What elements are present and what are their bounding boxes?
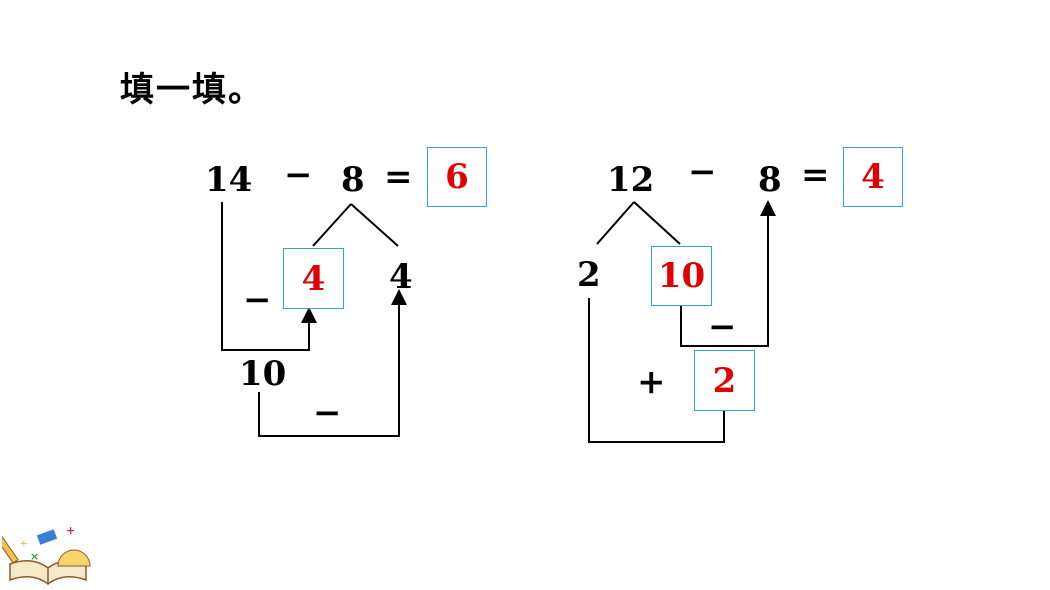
left-bottom-minus: − [313, 393, 342, 433]
right-result-box[interactable]: 2 [694, 350, 755, 411]
right-split-box[interactable]: 10 [651, 246, 712, 306]
left-split-b: 4 [389, 257, 413, 297]
left-subtrahend: 8 [341, 160, 365, 200]
svg-text:÷: ÷ [20, 539, 28, 549]
right-plus-sign: + [637, 362, 666, 402]
right-split-a: 2 [577, 255, 601, 295]
right-inner-minus: − [708, 307, 737, 347]
left-inner-minus: − [243, 280, 272, 320]
right-subtrahend: 8 [758, 160, 782, 200]
right-connector-lines [588, 200, 776, 443]
left-equals-sign: = [384, 157, 413, 197]
book-math-tools-icon: + × ÷ [2, 524, 91, 585]
svg-text:+: + [66, 524, 75, 537]
left-split-a: 4 [301, 258, 326, 299]
left-answer: 6 [445, 157, 469, 197]
left-split-box[interactable]: 4 [283, 248, 344, 309]
left-ten: 10 [239, 354, 287, 394]
right-minus-sign: − [688, 152, 717, 192]
right-equals-sign: = [801, 155, 830, 195]
right-answer-box[interactable]: 4 [843, 147, 903, 207]
left-minus-sign: − [284, 155, 313, 195]
right-minuend: 12 [607, 160, 655, 200]
right-answer: 4 [861, 157, 885, 197]
left-minuend: 14 [205, 160, 253, 200]
left-answer-box[interactable]: 6 [427, 147, 487, 207]
left-connector-lines [221, 202, 407, 437]
svg-text:×: × [30, 550, 39, 563]
right-split-b: 10 [657, 256, 706, 296]
page-title: 填一填。 [120, 70, 264, 110]
right-result: 2 [712, 360, 737, 401]
